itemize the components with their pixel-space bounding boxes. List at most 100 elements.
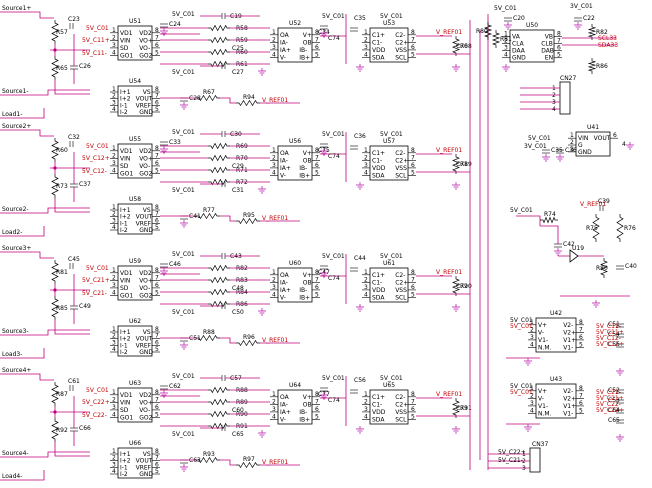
connector-body <box>529 447 541 473</box>
ic-pin-number: 1 <box>272 391 276 398</box>
source-minus-label: Source2- <box>2 206 29 213</box>
ic-pin-name: C1- <box>372 39 382 46</box>
capacitor-label: C60 <box>232 407 244 414</box>
ic-pin-name: VOUT <box>136 458 153 465</box>
ic-pin-name: C2+ <box>395 157 408 164</box>
ic-pin-name: V- <box>280 294 286 301</box>
ic-pin-name: IA+ <box>280 165 291 172</box>
ic-pin-name: SD <box>120 45 129 52</box>
ic-pin-name: N.M. <box>538 410 552 417</box>
net-label: V_REF01 <box>580 201 606 208</box>
ic-pin-number: 8 <box>155 86 159 93</box>
ic-pin-number: 4 <box>364 51 368 58</box>
ic-pin-number: 4 <box>272 51 276 58</box>
ic-pin-name: C1- <box>372 279 382 286</box>
ic-body <box>369 27 409 63</box>
source-plus-label: Source1+ <box>2 5 31 12</box>
ic-pin-number: 6 <box>411 44 415 51</box>
ic-ref-label: U63 <box>129 380 141 387</box>
ic-pin-number: 3 <box>112 339 116 346</box>
ic-pin-number: 7 <box>411 398 415 405</box>
ic-pin-name: OA <box>280 272 290 279</box>
ic-pin-number: 6 <box>411 162 415 169</box>
ic-pin-name: GO1 <box>120 52 133 59</box>
net-label: 5V_C01 <box>86 143 109 150</box>
resistor-label: R69 <box>236 143 248 150</box>
ic-pin-name: VSS <box>395 47 407 54</box>
ic-pin-number: 3 <box>364 44 368 51</box>
wire <box>0 89 90 96</box>
ic-ref-label: U66 <box>129 440 141 447</box>
ic-pin-number: 1 <box>364 147 368 154</box>
net-label: 5V_C01 <box>510 207 533 214</box>
ic-pin-number: 6 <box>155 217 159 224</box>
resistor-symbol <box>196 94 220 102</box>
ic-pin-name: V+ <box>538 388 547 395</box>
connector-pin-number: 2 <box>522 458 526 465</box>
ic-pin-number: 2 <box>112 152 116 159</box>
ic-pin-name: VDD <box>372 409 386 416</box>
resistor-symbol <box>208 422 230 430</box>
ic-pin-name: SD <box>120 163 129 170</box>
capacitor-label: C48 <box>232 285 244 292</box>
wire <box>0 226 45 237</box>
resistor-label: R86 <box>596 63 608 70</box>
ic-pin-number: 3 <box>570 146 574 153</box>
ic-pin-number: 3 <box>272 44 276 51</box>
ic-pin-number: 6 <box>579 400 583 407</box>
ic-pin-name: I+2 <box>120 336 131 343</box>
ic-pin-name: V+ <box>303 150 312 157</box>
resistor-symbol <box>236 99 260 107</box>
ic-pin-name: GO1 <box>120 414 133 421</box>
ic-pin-name: C2+ <box>395 401 408 408</box>
connector-pin-number: 1 <box>552 85 556 92</box>
ic-pin-name: V1- <box>538 337 548 344</box>
ic-pin-number: 1 <box>570 132 574 139</box>
net-label: 5V_C01 <box>172 373 195 380</box>
connector-pin-number: 1 <box>522 451 526 458</box>
capacitor-label: C32 <box>68 134 80 141</box>
ic-pin-name: I-2 <box>120 109 128 116</box>
net-label: V_REF01 <box>262 337 288 344</box>
diode-label: U19 <box>572 245 584 252</box>
capacitor-label: C25 <box>232 45 244 52</box>
resistor-symbol <box>592 214 600 242</box>
ic-pin-number: 1 <box>112 27 116 34</box>
resistor-label: R58 <box>236 25 248 32</box>
ic-pin-name: N.M. <box>538 344 552 351</box>
ic-pin-number: 8 <box>557 30 561 37</box>
ic-pin-number: 2 <box>112 333 116 340</box>
ic-pin-name: C2- <box>395 272 405 279</box>
net-label: 5V_C01 <box>172 11 195 18</box>
ic-pin-name: DAB <box>541 48 554 55</box>
ic-pin-name: C1- <box>372 401 382 408</box>
ic-pin-name: IB- <box>299 287 307 294</box>
ic-pin-name: V- <box>280 54 286 61</box>
ic-pin-number: 5 <box>155 289 159 296</box>
ic-pin-number: 4 <box>112 468 116 475</box>
ic-pin-number: 1 <box>272 29 276 36</box>
ic-pin-name: V- <box>538 395 544 402</box>
wire <box>0 207 90 214</box>
ic-body <box>277 267 313 303</box>
capacitor-label: C24 <box>169 21 181 28</box>
resistor-label: R75 <box>586 225 598 232</box>
ic-pin-number: 7 <box>411 154 415 161</box>
ic-pin-name: GO2 <box>139 414 152 421</box>
ic-pin-number: 6 <box>579 334 583 341</box>
ic-pin-number: 1 <box>112 204 116 211</box>
net-label: 5V_C01 <box>380 131 403 138</box>
resistor-label: R80 <box>596 265 608 272</box>
capacitor-label: C19 <box>230 13 242 20</box>
ic-pin-number: 3 <box>112 217 116 224</box>
ic-pin-number: 1 <box>112 389 116 396</box>
ic-ref-label: U41 <box>587 124 599 131</box>
ic-body <box>117 85 153 117</box>
resistor-symbol <box>208 264 230 272</box>
ic-pin-number: 6 <box>613 132 617 139</box>
ic-pin-name: V1- <box>538 403 548 410</box>
